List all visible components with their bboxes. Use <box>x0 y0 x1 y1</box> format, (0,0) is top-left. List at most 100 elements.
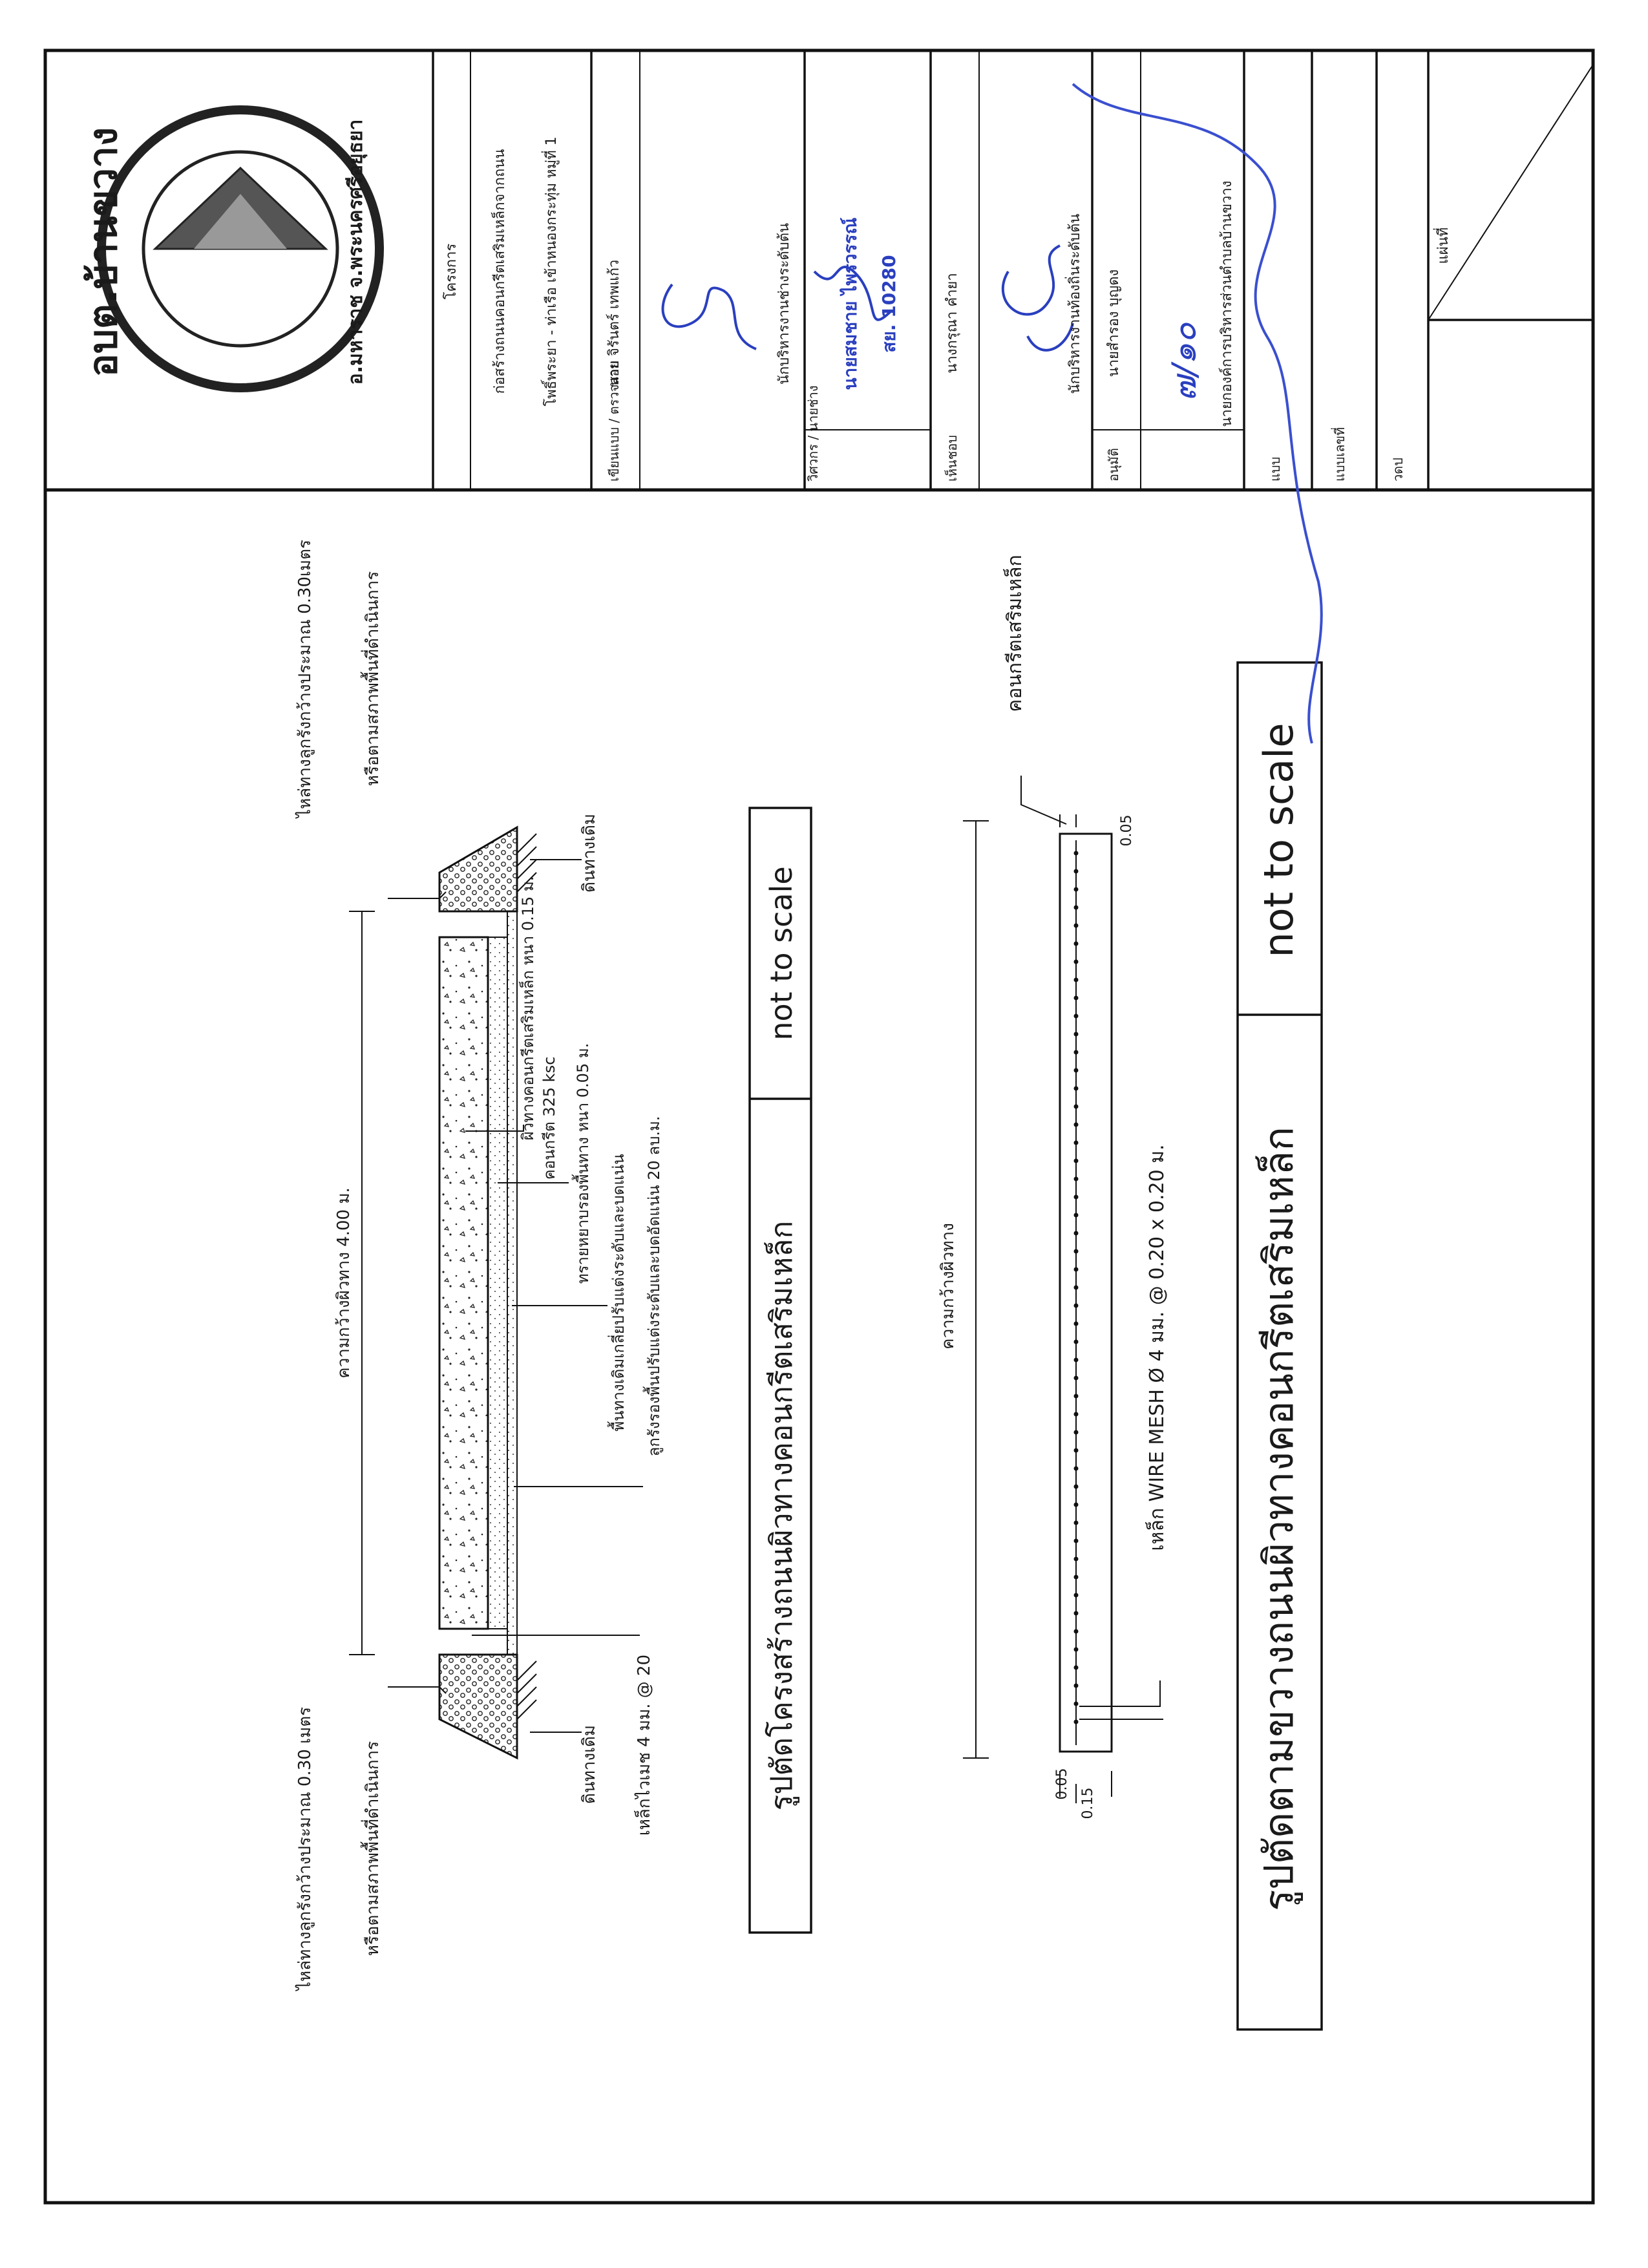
s2-slab <box>1059 832 1113 1753</box>
date-label: วดป <box>1390 458 1406 482</box>
wire-mesh-bar <box>1073 1231 1079 1236</box>
s1-shoulder-left-line2: หรือตามสภาพพื้นที่ดำเนินการ <box>360 1741 383 1956</box>
s2-wire-mesh: เหล็ก WIRE MESH Ø 4 มม. @ 0.20 x 0.20 ม. <box>1145 1144 1168 1551</box>
s1-sand-layer <box>487 937 508 1629</box>
wire-mesh-bar <box>1073 1556 1079 1562</box>
wire-mesh-bar <box>1073 1719 1079 1724</box>
wire-mesh-bar <box>1073 1412 1079 1417</box>
s1-subgrade <box>507 911 518 1655</box>
wire-mesh-bar <box>1073 1176 1079 1182</box>
project-line2: โพธิ์พระยา - ท่าเรือ เข้าหนองกระทุ่ม หมู… <box>541 136 560 406</box>
wire-mesh-bar <box>1073 1122 1079 1127</box>
wire-mesh-bar <box>1073 1267 1079 1272</box>
wire-mesh-bar <box>1073 1647 1079 1652</box>
wire-mesh-bar <box>1073 1430 1079 1435</box>
engineer-signature <box>813 266 893 321</box>
authorize-date-scrawl: ๗/๑๐ <box>1165 322 1204 401</box>
approver-name: นางกรุณา คำยา <box>944 273 960 373</box>
wire-mesh-bar <box>1073 1593 1079 1598</box>
s1-existing-ground-left: ดินทางเดิม <box>580 1725 599 1804</box>
wire-mesh-bar <box>1073 887 1079 892</box>
plan-label: แบบ <box>1267 457 1283 482</box>
s1-concrete-surface: ผิวทางคอนกรีตเสริมเหล็ก หนา 0.15 ม. <box>518 876 537 1141</box>
wire-mesh-bar <box>1073 1050 1079 1055</box>
s2-title: รูปตัดตามขวางถนนผิวทางคอนกรีตเสริมเหล็ก <box>1255 1127 1303 1911</box>
s1-width-label: ความกว้างผิวทาง 4.00 ม. <box>334 1187 354 1378</box>
wire-mesh-bar <box>1073 959 1079 964</box>
s2-dim-total: 0.15 <box>1080 1788 1096 1819</box>
wire-mesh-bar <box>1073 941 1079 946</box>
designer-signature <box>661 283 757 350</box>
wire-mesh-bar <box>1073 1611 1079 1616</box>
plan-no-label: แบบเลขที่ <box>1331 427 1347 482</box>
wire-mesh-bar <box>1073 1249 1079 1254</box>
project-line1: ก่อสร้างถนนคอนกรีตเสริมเหล็กจากถนน <box>490 149 508 394</box>
project-label: โครงการ <box>443 244 460 300</box>
wire-mesh-bar <box>1073 851 1079 856</box>
s2-concrete-label: คอนกรีตเสริมเหล็ก <box>1002 555 1026 712</box>
wire-mesh-bar <box>1073 1032 1079 1037</box>
s1-concrete-strength: คอนกรีต 325 ksc <box>540 1057 558 1180</box>
wire-mesh-bar <box>1073 1285 1079 1290</box>
wire-mesh-bar <box>1073 1574 1079 1580</box>
wire-mesh-bar <box>1073 1520 1079 1525</box>
s2-title-box <box>1236 661 1323 2031</box>
s1-scale-note: not to scale <box>764 866 799 1040</box>
wire-mesh-bar <box>1073 905 1079 910</box>
wire-mesh-bar <box>1073 1339 1079 1344</box>
wire-mesh-bar <box>1073 1466 1079 1471</box>
engineer-stamp-name: นายสมชาย ไพรวรรณ์ <box>840 217 861 390</box>
s1-title-box <box>748 807 812 1934</box>
wire-mesh-bar <box>1073 1701 1079 1706</box>
designer-name: นาย จิรันตร์ เทพแก้ว <box>606 260 622 387</box>
wire-mesh-bar <box>1073 1538 1079 1543</box>
wire-mesh-bar <box>1073 995 1079 1001</box>
wire-mesh-bar <box>1073 1484 1079 1489</box>
wire-mesh-bar <box>1073 1502 1079 1507</box>
authorize-name: นายสำรอง บุญดง <box>1106 270 1122 377</box>
authorize-label: อนุมัติ <box>1106 448 1122 482</box>
approver-label: เห็นชอบ <box>944 435 960 482</box>
wire-mesh-bar <box>1073 1104 1079 1109</box>
wire-mesh-bar <box>1073 1140 1079 1145</box>
title-block: อบต.บ้านขวาง อ.มหาราช จ.พระนครศรีอยุธยา … <box>81 50 1594 490</box>
s1-title: รูปตัดโครงสร้างถนนผิวทางคอนกรีตเสริมเหล็… <box>764 1221 799 1811</box>
designer-position: นักบริหารงานช่างระดับต้น <box>776 223 792 385</box>
seal-top-text: อบต.บ้านขวาง <box>81 127 126 377</box>
s1-shoulder-right-line2: หรือตามสภาพพื้นที่ดำเนินการ <box>360 571 383 786</box>
s1-shoulder-left-line1: ไหล่ทางลูกรังกว้างประมาณ 0.30 เมตร <box>295 1707 315 1991</box>
section2-drawing: ความกว้างผิวทาง 0.05 0.15 0.05 คอนกรีตเส… <box>938 555 1323 2031</box>
wire-mesh-bar <box>1073 1629 1079 1634</box>
s1-subgrade: พื้นทางเดิมเกลี่ยปรับแต่งระดับและบดแน่น <box>607 1154 628 1431</box>
sheet-border <box>43 48 1595 2205</box>
s1-existing-ground-right: ดินทางเดิม <box>580 814 599 893</box>
designer-label: เขียนแบบ / ตรวจสอบ <box>606 361 622 482</box>
s1-bar-label: เหล็กไวเมช 4 มม. @ 20 <box>633 1655 654 1836</box>
s2-scale-note: not to scale <box>1255 723 1302 958</box>
s2-width-label: ความกว้างผิวทาง <box>938 1223 958 1350</box>
seal-bottom-text: อ.มหาราช จ.พระนครศรีอยุธยา <box>344 120 368 385</box>
wire-mesh-bar <box>1073 1683 1079 1688</box>
wire-mesh-bar <box>1073 1086 1079 1091</box>
wire-mesh-bar <box>1073 1375 1079 1381</box>
approver-signature <box>1001 244 1074 352</box>
section1-drawing: ความกว้างผิวทาง 4.00 ม. <box>295 540 812 1991</box>
wire-mesh-bar <box>1073 977 1079 982</box>
engineer-label: วิศวกร / นายช่าง <box>805 385 821 482</box>
authorize-position: นายกองค์การบริหารส่วนตำบลบ้านขวาง <box>1219 181 1235 427</box>
approval-signature <box>1072 83 1323 744</box>
wire-mesh-bar <box>1073 1213 1079 1218</box>
wire-mesh-bar <box>1073 1321 1079 1326</box>
s1-shoulder-right-line1: ไหล่ทางลูกรังกว้างประมาณ 0.30เมตร <box>295 540 315 819</box>
wire-mesh-bar <box>1073 1068 1079 1073</box>
wire-mesh-bar <box>1073 1357 1079 1362</box>
wire-mesh-bar <box>1073 1448 1079 1453</box>
wire-mesh-bar <box>1073 923 1079 928</box>
wire-mesh-bar <box>1073 1194 1079 1200</box>
approver-position: นักบริหารงานท้องถิ่นระดับต้น <box>1064 214 1083 394</box>
engineer-stamp-reg: สย. 10280 <box>878 255 900 352</box>
s2-dim-bottom: 0.05 <box>1054 1768 1070 1800</box>
wire-mesh-bar <box>1073 1394 1079 1399</box>
s1-sand-layer: ทรายหยาบรองพื้นทาง หนา 0.05 ม. <box>571 1043 592 1284</box>
s1-concrete-slab <box>438 936 489 1630</box>
